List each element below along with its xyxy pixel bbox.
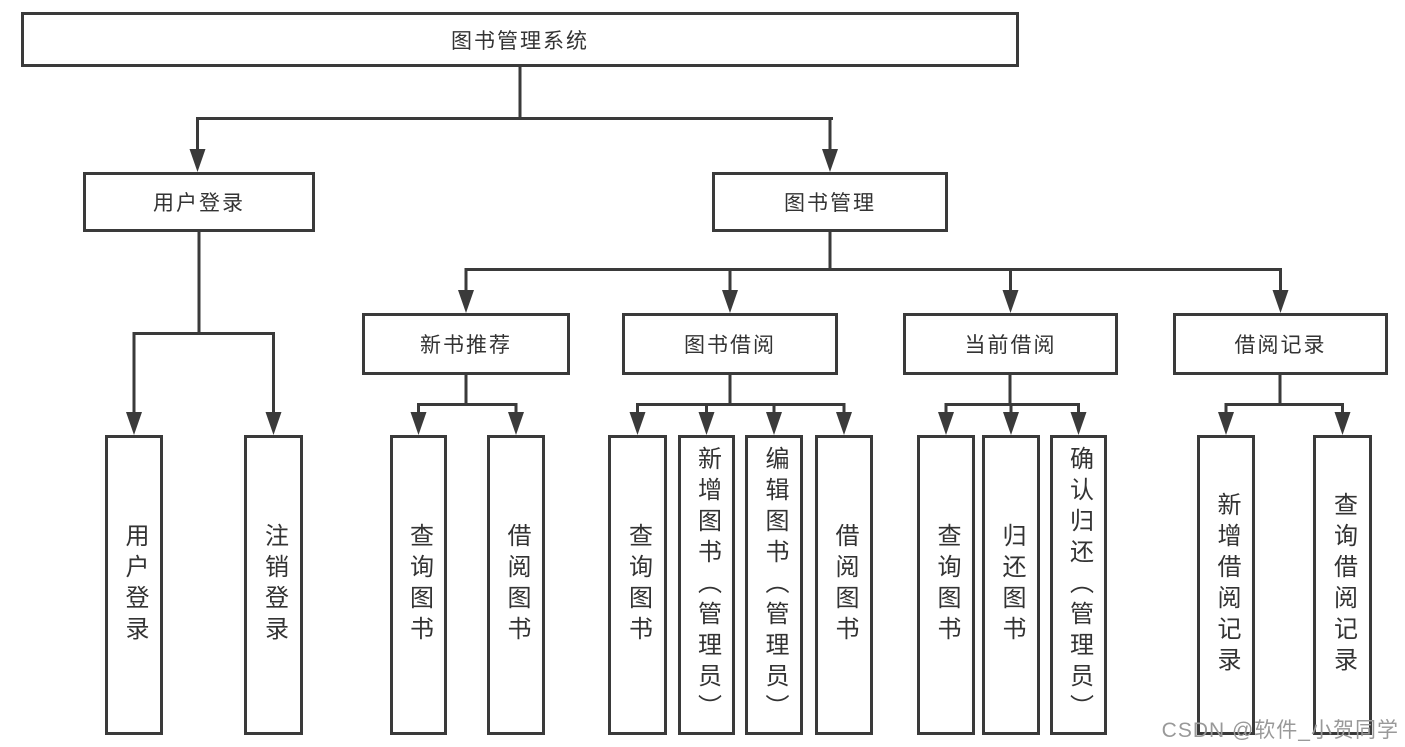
leaf-borrow-book: 借阅图书	[815, 435, 873, 735]
arrowhead	[938, 412, 954, 435]
leaf-logout-label: 注销登录	[260, 523, 288, 647]
connector-user-login-to-leaves	[132, 232, 275, 414]
leaf-logout: 注销登录	[244, 435, 303, 735]
leaf-query-borrow-record: 查询借阅记录	[1313, 435, 1372, 735]
arrowhead	[822, 149, 838, 172]
leaf-query-book-borrow-label: 查询图书	[624, 523, 652, 647]
node-current-borrow-label: 当前借阅	[964, 334, 1057, 357]
leaf-query-book-current-label: 查询图书	[933, 523, 960, 647]
arrowhead	[508, 412, 524, 435]
arrowhead	[1218, 412, 1234, 435]
connector-book-mgmt-to-level3	[464, 232, 1282, 292]
arrowhead	[629, 412, 646, 435]
arrowhead	[698, 412, 715, 435]
node-book-management: 图书管理	[712, 172, 948, 232]
leaf-borrow-book-recommend-label: 借阅图书	[503, 523, 530, 647]
node-book-management-label: 图书管理	[784, 192, 876, 215]
leaf-add-borrow-record: 新增借阅记录	[1197, 435, 1255, 735]
node-borrow-records-label: 借阅记录	[1234, 334, 1327, 357]
arrowhead	[722, 290, 738, 313]
leaf-user-login-label: 用户登录	[121, 523, 148, 647]
arrowhead	[1272, 290, 1289, 313]
leaf-confirm-return-admin-label: 确认归还（管理员）	[1065, 445, 1093, 725]
node-root: 图书管理系统	[21, 12, 1019, 67]
arrowhead	[458, 290, 474, 313]
arrowhead	[1003, 412, 1019, 435]
node-current-borrow: 当前借阅	[903, 313, 1118, 375]
leaf-confirm-return-admin: 确认归还（管理员）	[1050, 435, 1107, 735]
leaf-query-book-borrow: 查询图书	[608, 435, 667, 735]
node-new-book-recommend-label: 新书推荐	[420, 334, 512, 357]
arrowhead	[836, 412, 852, 435]
connector-new-book-to-leaves	[417, 375, 518, 414]
leaf-user-login: 用户登录	[105, 435, 163, 735]
leaf-edit-book-admin-label: 编辑图书（管理员）	[761, 445, 788, 725]
arrowhead	[410, 412, 427, 435]
leaf-borrow-book-label: 借阅图书	[831, 523, 858, 647]
arrowhead	[766, 412, 782, 435]
node-new-book-recommend: 新书推荐	[362, 313, 570, 375]
arrowhead	[126, 412, 142, 435]
node-user-login-label: 用户登录	[153, 192, 245, 215]
node-root-label: 图书管理系统	[451, 29, 589, 53]
leaf-query-borrow-record-label: 查询借阅记录	[1329, 492, 1357, 678]
connector-book-borrow-to-leaves	[636, 375, 846, 414]
leaf-query-book-recommend: 查询图书	[390, 435, 447, 735]
arrowhead	[1002, 290, 1019, 313]
leaf-add-book-admin: 新增图书（管理员）	[678, 435, 735, 735]
node-book-borrow-label: 图书借阅	[684, 334, 776, 357]
arrowhead	[1070, 412, 1087, 435]
leaf-query-book-current: 查询图书	[917, 435, 975, 735]
connector-borrow-records-to-leaves	[1224, 375, 1344, 414]
leaf-add-borrow-record-label: 新增借阅记录	[1213, 492, 1240, 678]
leaf-return-book: 归还图书	[982, 435, 1040, 735]
watermark: CSDN @软件_小贺同学	[1161, 719, 1399, 742]
leaf-return-book-label: 归还图书	[998, 523, 1025, 647]
arrowhead	[265, 412, 282, 435]
connector-current-borrow-to-leaves	[944, 375, 1080, 414]
arrowhead	[189, 149, 206, 172]
leaf-edit-book-admin: 编辑图书（管理员）	[745, 435, 803, 735]
leaf-add-book-admin-label: 新增图书（管理员）	[693, 445, 721, 725]
node-borrow-records: 借阅记录	[1173, 313, 1388, 375]
node-book-borrow: 图书借阅	[622, 313, 838, 375]
leaf-borrow-book-recommend: 借阅图书	[487, 435, 545, 735]
leaf-query-book-recommend-label: 查询图书	[405, 523, 433, 647]
connector-root-to-level2	[196, 66, 833, 151]
node-user-login: 用户登录	[83, 172, 315, 232]
arrowhead	[1334, 412, 1351, 435]
